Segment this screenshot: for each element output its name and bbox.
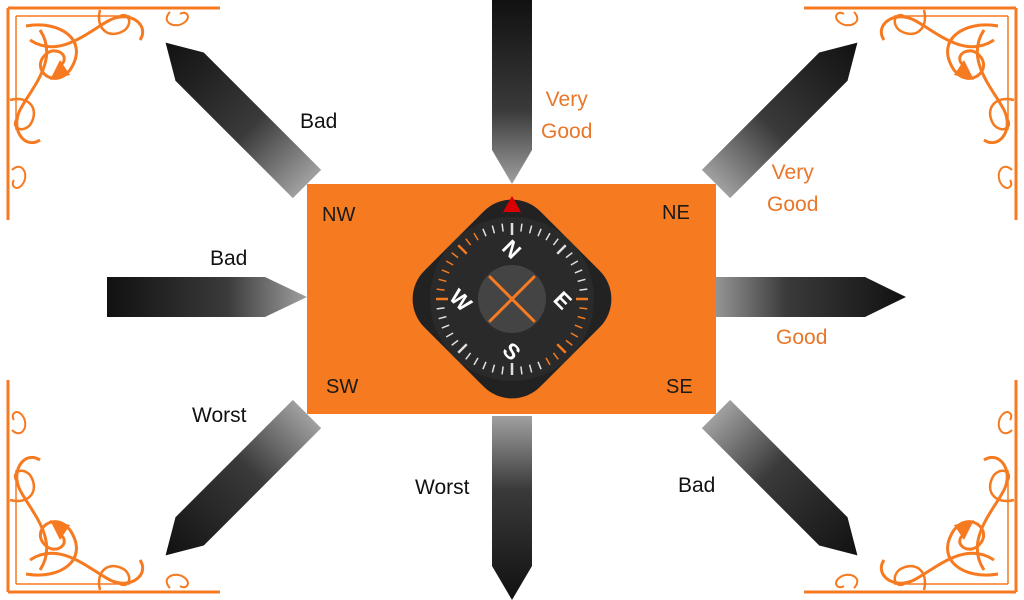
rating-south-west: Worst bbox=[192, 404, 247, 427]
compass-tick bbox=[436, 288, 445, 291]
arrow-west bbox=[107, 277, 307, 317]
compass-tick bbox=[577, 315, 586, 320]
corner-ornament-bottom-left bbox=[6, 378, 222, 594]
compass-tick bbox=[574, 269, 583, 274]
compass-tick bbox=[473, 357, 479, 366]
compass-tick bbox=[528, 225, 533, 234]
compass-tick bbox=[556, 244, 567, 255]
compass-tick bbox=[501, 223, 504, 232]
compass-tick bbox=[473, 232, 479, 241]
compass-tick bbox=[438, 278, 447, 283]
compass-tick bbox=[441, 269, 450, 274]
corner-ornament-bottom-right bbox=[802, 378, 1018, 594]
compass-tick bbox=[545, 232, 551, 241]
arrow-north-west bbox=[165, 42, 322, 199]
compass-tick bbox=[520, 223, 523, 232]
compass-tick bbox=[501, 366, 504, 375]
label-se: SE bbox=[666, 376, 693, 398]
compass-tick bbox=[565, 339, 573, 346]
rating-south-east: Bad bbox=[678, 474, 716, 497]
compass-tick bbox=[465, 238, 472, 246]
compass-tick bbox=[570, 332, 579, 338]
compass-tick bbox=[445, 332, 454, 338]
compass-tick bbox=[451, 339, 459, 346]
compass-tick bbox=[482, 228, 487, 237]
compass-tick bbox=[552, 352, 559, 360]
arrow-north bbox=[492, 0, 532, 184]
rating-north-west: Bad bbox=[300, 110, 338, 133]
compass-tick bbox=[436, 307, 445, 310]
corner-ornament-top-left bbox=[6, 6, 222, 222]
compass-tick bbox=[441, 324, 450, 329]
rating-south: Worst bbox=[415, 476, 470, 499]
compass-tick bbox=[556, 343, 567, 354]
rating-north: Very Good bbox=[541, 88, 593, 143]
arrow-east bbox=[707, 277, 906, 317]
label-nw: NW bbox=[322, 204, 356, 226]
compass-icon bbox=[412, 196, 612, 399]
compass-tick bbox=[491, 364, 496, 373]
rating-east: Good bbox=[776, 326, 828, 349]
compass-tick bbox=[552, 238, 559, 246]
compass-tick bbox=[570, 260, 579, 266]
compass-tick bbox=[579, 307, 588, 310]
compass-tick bbox=[457, 244, 468, 255]
compass-tick bbox=[457, 343, 468, 354]
compass-tick bbox=[491, 225, 496, 234]
rating-north-east: Very Good bbox=[767, 161, 819, 216]
compass-tick bbox=[579, 288, 588, 291]
compass-tick bbox=[537, 228, 542, 237]
compass-tick bbox=[451, 252, 459, 259]
compass-tick bbox=[438, 315, 447, 320]
compass-tick bbox=[445, 260, 454, 266]
arrow-south-east bbox=[701, 399, 858, 556]
compass-tick bbox=[520, 366, 523, 375]
compass-tick bbox=[528, 364, 533, 373]
arrow-north-east bbox=[701, 42, 858, 199]
compass-tick bbox=[465, 352, 472, 360]
arrow-south-west bbox=[165, 399, 322, 556]
compass-tick bbox=[565, 252, 573, 259]
compass-tick bbox=[574, 324, 583, 329]
compass-tick bbox=[545, 357, 551, 366]
compass-tick bbox=[577, 278, 586, 283]
rating-west: Bad bbox=[210, 247, 248, 270]
arrow-south bbox=[492, 416, 532, 600]
label-sw: SW bbox=[326, 376, 359, 398]
label-ne: NE bbox=[662, 202, 690, 224]
corner-ornament-top-right bbox=[802, 6, 1018, 222]
compass-tick bbox=[537, 361, 542, 370]
north-marker-icon bbox=[503, 196, 521, 212]
compass-tick bbox=[482, 361, 487, 370]
